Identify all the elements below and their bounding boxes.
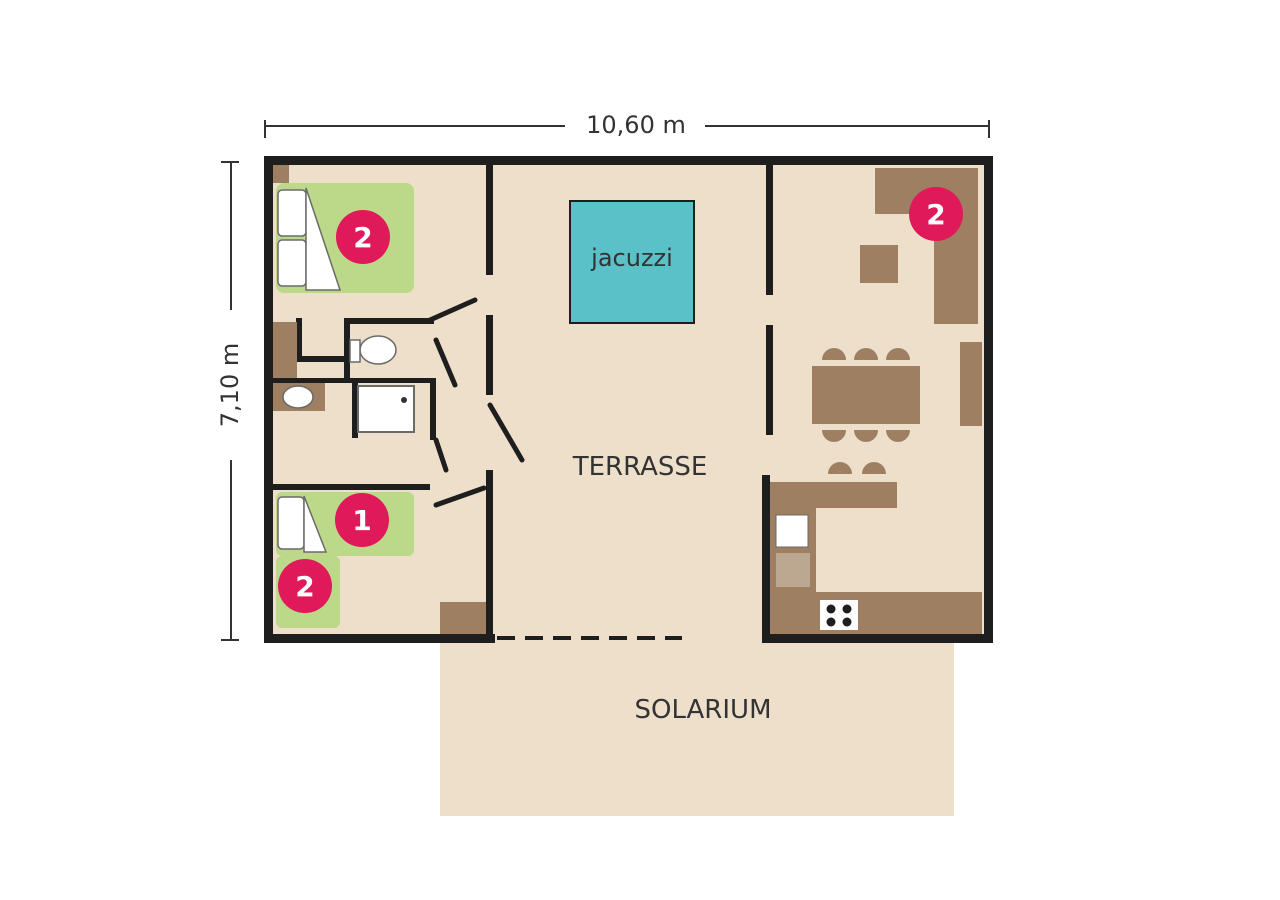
height-label: 7,10 m (216, 343, 244, 427)
bed-sheet (305, 187, 342, 291)
width-dimension (264, 120, 990, 138)
shower-tray (357, 385, 415, 433)
pillow (277, 239, 307, 287)
pillow (277, 496, 305, 550)
svg-text:1: 1 (352, 504, 371, 537)
chairs (822, 348, 910, 474)
jacuzzi (569, 200, 695, 324)
jacuzzi-label: jacuzzi (590, 244, 673, 272)
width-label: 10,60 m (586, 111, 686, 139)
solarium-area (440, 636, 954, 816)
sideboard (960, 342, 982, 426)
kitchen-counter (770, 482, 982, 634)
kitchen (770, 482, 982, 634)
toilet (359, 335, 397, 365)
badge: 2 (336, 210, 390, 264)
badge: 2 (278, 559, 332, 613)
terrace-label: TERRASSE (572, 452, 708, 482)
bed-sheet (303, 495, 328, 553)
bathroom (273, 322, 415, 433)
cooktop (820, 600, 858, 630)
nightstand (273, 165, 289, 183)
kitchen-sink (775, 514, 809, 548)
solarium-label: SOLARIUM (634, 695, 771, 725)
pillow (277, 189, 307, 237)
badge: 2 (909, 187, 963, 241)
washroom-counter (273, 322, 297, 378)
sink (282, 385, 314, 409)
svg-text:2: 2 (926, 198, 945, 231)
coffee-table (860, 245, 898, 283)
dining-table (812, 366, 920, 424)
cooktop-burners (826, 604, 852, 627)
badge: 1 (335, 493, 389, 547)
height-dimension (221, 161, 239, 641)
svg-text:2: 2 (353, 221, 372, 254)
fridge (776, 553, 810, 587)
wardrobe (440, 602, 486, 634)
interior-walls (273, 165, 773, 640)
outer-walls (264, 156, 993, 643)
toilet-tank (349, 339, 361, 363)
door-swings (427, 297, 525, 508)
svg-text:2: 2 (295, 570, 314, 603)
shower-drain (401, 397, 407, 403)
